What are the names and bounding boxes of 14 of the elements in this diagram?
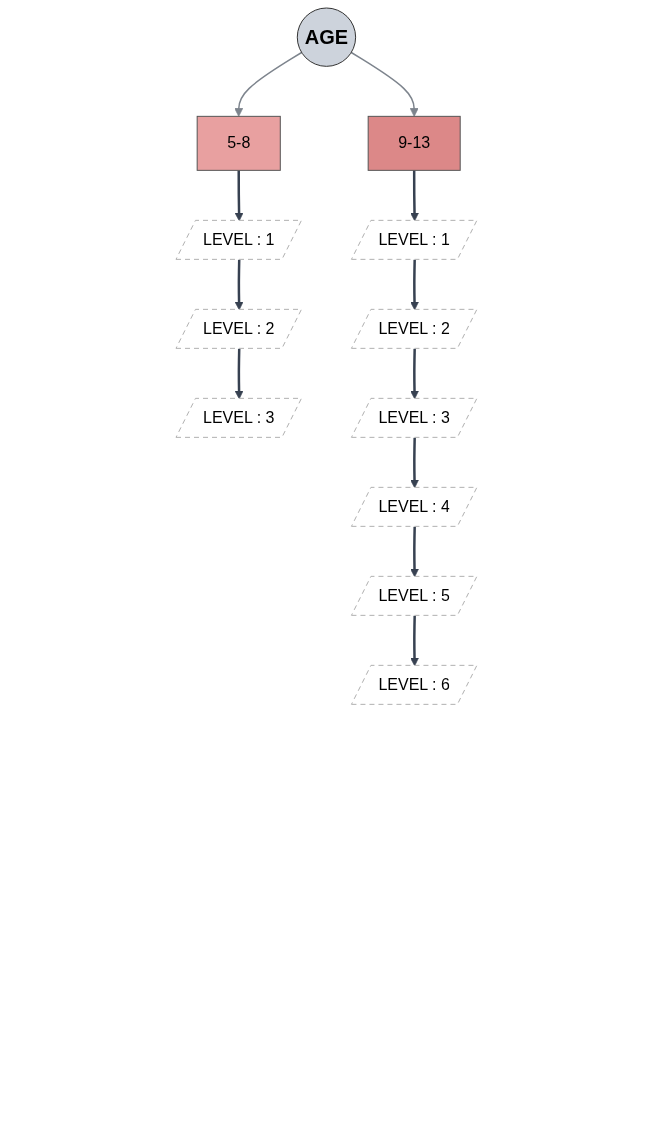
node-box: 9-13 (367, 115, 461, 171)
arrow (410, 526, 419, 578)
node-box: 5-8 (196, 115, 281, 171)
arrow (410, 348, 419, 400)
arrow (410, 437, 419, 489)
arrow (350, 51, 419, 117)
arrow (234, 170, 244, 222)
arrow (410, 259, 419, 311)
arrow (234, 259, 244, 311)
node-circle: AGE (296, 7, 357, 67)
arrow (410, 615, 419, 667)
arrow (234, 348, 244, 400)
arrow (234, 51, 303, 117)
arrow (410, 170, 419, 222)
